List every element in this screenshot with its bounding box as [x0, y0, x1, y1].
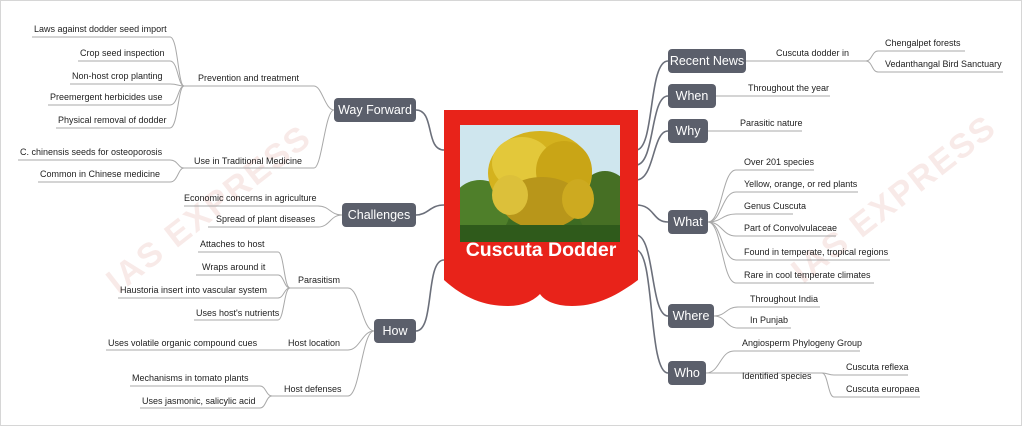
host-defenses-label: Host defenses [284, 384, 342, 394]
prevention-item: Crop seed inspection [80, 48, 165, 58]
connector-who [635, 249, 669, 374]
parasitism-item: Haustoria insert into vascular system [120, 285, 268, 295]
branch-recent-news: Recent News [668, 49, 746, 73]
connector-recent-news [635, 60, 669, 151]
host-location-label: Host location [288, 338, 341, 348]
challenge-item: Spread of plant diseases [216, 214, 316, 224]
central-topic: Cuscuta Dodder [444, 110, 638, 310]
dodder-plant-photo [460, 125, 620, 242]
what-item: Part of Convolvulaceae [744, 223, 838, 233]
connector-challenges [415, 204, 445, 216]
who-species: Cuscuta reflexa [846, 362, 909, 372]
prevention-item: Laws against dodder seed import [34, 24, 167, 34]
branch-what: What [668, 210, 708, 234]
where-item: In Punjab [750, 315, 789, 325]
connector-where [635, 234, 669, 317]
traditional-item: C. chinensis seeds for osteoporosis [20, 147, 163, 157]
where-item: Throughout India [750, 294, 819, 304]
host-defenses-item: Mechanisms in tomato plants [132, 373, 249, 383]
host-defenses-item: Uses jasmonic, salicylic acid [142, 396, 256, 406]
who-sub: Identified species [742, 371, 812, 381]
connector-how [415, 259, 445, 332]
traditional-label: Use in Traditional Medicine [194, 156, 303, 166]
branch-where: Where [668, 304, 714, 328]
branch-way-forward: Way Forward [334, 98, 416, 122]
branch-when: When [668, 84, 716, 108]
prevention-item: Physical removal of dodder [58, 115, 167, 125]
branch-how: How [374, 319, 416, 343]
recent-news-item: Vedanthangal Bird Sanctuary [885, 59, 1002, 69]
recent-news-sub: Cuscuta dodder in [776, 48, 850, 58]
when-item: Throughout the year [748, 83, 830, 93]
what-item: Over 201 species [744, 157, 815, 167]
challenge-item: Economic concerns in agriculture [184, 193, 317, 203]
who-species: Cuscuta europaea [846, 384, 920, 394]
prevention-item: Non-host crop planting [72, 71, 163, 81]
what-item: Rare in cool temperate climates [744, 270, 871, 280]
parasitism-label: Parasitism [298, 275, 341, 285]
connector-why [635, 130, 669, 181]
what-item: Yellow, orange, or red plants [744, 179, 858, 189]
what-item: Genus Cuscuta [744, 201, 807, 211]
prevention-item: Preemergent herbicides use [50, 92, 163, 102]
branch-who: Who [668, 361, 706, 385]
branch-challenges: Challenges [342, 203, 416, 227]
parasitism-item: Uses host's nutrients [196, 308, 280, 318]
traditional-item: Common in Chinese medicine [40, 169, 161, 179]
connector-when [635, 95, 669, 166]
who-item: Angiosperm Phylogeny Group [742, 338, 863, 348]
what-item: Found in temperate, tropical regions [744, 247, 889, 257]
central-topic-title: Cuscuta Dodder [465, 239, 617, 261]
why-item: Parasitic nature [740, 118, 803, 128]
parasitism-item: Attaches to host [200, 239, 265, 249]
host-location-item: Uses volatile organic compound cues [108, 338, 258, 348]
prevention-label: Prevention and treatment [198, 73, 300, 83]
recent-news-item: Chengalpet forests [885, 38, 961, 48]
branch-why: Why [668, 119, 708, 143]
parasitism-item: Wraps around it [202, 262, 266, 272]
connector-what [635, 204, 669, 223]
connector-way-forward [415, 109, 445, 151]
